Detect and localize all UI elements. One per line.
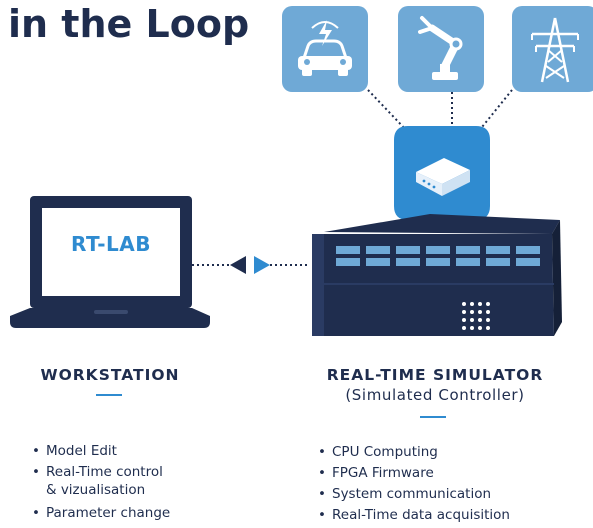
hardware-box-bubble	[394, 126, 490, 230]
simulator-subheading: (Simulated Controller)	[345, 386, 525, 404]
list-item: & vizualisation	[46, 482, 146, 498]
list-item: Parameter change	[32, 503, 232, 524]
laptop-icon	[10, 196, 210, 328]
list-item: Model Edit	[32, 441, 232, 462]
list-item: Real-Time control	[32, 462, 232, 483]
page-title: in the Loop	[8, 2, 250, 46]
list-item: CPU Computing	[318, 442, 588, 463]
workstation-bullets: Model Edit Real-Time control & vizualisa…	[32, 441, 232, 524]
electric-car-tile	[282, 6, 368, 92]
power-tower-tile	[512, 6, 593, 92]
simulator-rack-icon	[312, 214, 562, 336]
robot-arm-tile	[398, 6, 484, 92]
electric-car-icon	[298, 20, 352, 76]
simulator-heading: REAL-TIME SIMULATOR	[326, 366, 544, 384]
simulator-bullets: CPU Computing FPGA Firmware System commu…	[318, 442, 588, 526]
screen-label: RT-LAB	[71, 232, 151, 256]
workstation-heading: WORKSTATION	[40, 366, 180, 384]
hardware-box-icon	[416, 158, 470, 196]
workstation-rule	[96, 394, 122, 396]
list-item: FPGA Firmware	[318, 463, 588, 484]
list-item: Real-Time data acquisition	[318, 505, 588, 526]
list-item: System communication	[318, 484, 588, 505]
arrow-right-icon	[254, 256, 270, 274]
robot-arm-icon	[418, 16, 463, 80]
simulator-rule	[420, 416, 446, 418]
connector-tower	[477, 89, 513, 133]
arrow-left-icon	[230, 256, 246, 274]
power-tower-icon	[531, 17, 579, 83]
